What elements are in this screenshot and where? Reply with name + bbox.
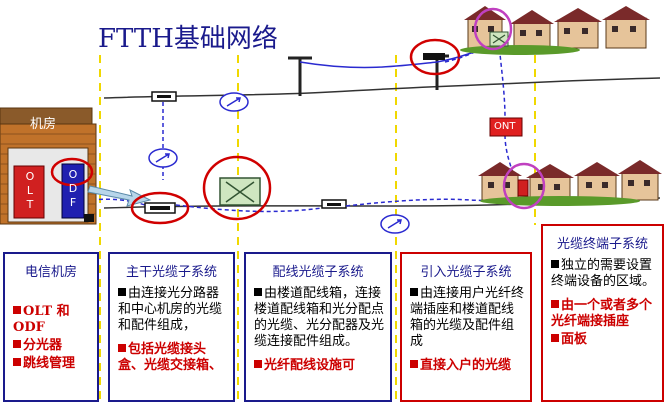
overhead-ground-line: [103, 77, 661, 99]
list-item: 包括光缆接头盒、光缆交接箱、: [118, 342, 223, 373]
houses-top: [460, 6, 650, 55]
panel-feeder-cable: 主干光缆子系统 由连接光分路器和中心机房的光缆和配件组成， 包括光缆接头盒、光缆…: [108, 252, 235, 402]
drop-terminal-bottom: [517, 179, 529, 197]
panel-heading: 光缆终端子系统: [556, 237, 648, 252]
utility-pole-1: [288, 56, 312, 96]
flow-marker-1: [219, 92, 249, 112]
list-item: 面板: [551, 332, 656, 348]
flow-marker-2: [148, 148, 178, 168]
ont-box: [489, 117, 523, 137]
panel-drop-cable: 引入光缆子系统 由连接用户光纤终端插座和楼道配线箱的光缆及配件组成 直接入户的光…: [400, 252, 532, 402]
list-item: 分光器: [13, 338, 91, 354]
panel-heading: 电信机房: [24, 265, 77, 280]
terminal-bottom-highlight: [502, 162, 546, 210]
list-item: 直接入户的光缆: [410, 358, 524, 374]
list-item: 跳线管理: [13, 356, 91, 372]
panel-terminal: 光缆终端子系统 独立的需要设置终端设备的区域。 由一个或者多个光纤端接插座 面板: [541, 224, 664, 402]
terminal-top-highlight: [473, 7, 513, 51]
splitter-highlight: [130, 191, 190, 225]
houses-bottom: [478, 160, 662, 206]
panel-distribution-cable: 配线光缆子系统 由楼道配线箱，连接楼道配线箱和光分配点的光缆、光分配器及光缆连接…: [244, 252, 392, 402]
panel-heading: 主干光缆子系统: [125, 265, 217, 280]
cabinet-highlight: [202, 155, 272, 221]
olt-cabinet: [13, 165, 45, 219]
list-item: 由一个或者多个光纤端接插座: [551, 298, 653, 329]
list-item: OLT 和 ODF: [13, 304, 70, 335]
list-item: 由楼道配线箱，连接楼道配线箱和光分配点的光缆、光分配器及光缆连接配件组成。: [254, 286, 385, 349]
panel-central-office: 电信机房 OLT 和 ODF 分光器 跳线管理: [3, 252, 99, 402]
panel-heading: 引入光缆子系统: [420, 265, 512, 280]
list-item: 由连接光分路器和中心机房的光缆和配件组成，: [118, 286, 223, 333]
page-title: FTTH基础网络: [98, 24, 278, 54]
building-label: 机房: [30, 117, 57, 132]
panel-heading: 配线光缆子系统: [272, 265, 364, 280]
aerial-splice-highlight: [409, 38, 461, 76]
odf-cabinet: [61, 163, 85, 219]
ont-label: ONT: [494, 121, 516, 132]
flow-marker-3: [380, 214, 410, 234]
aerial-splice-box: [423, 53, 445, 60]
odf-highlight: [50, 157, 94, 187]
list-item: 由连接用户光纤终端插座和楼道配线箱的光缆及配件组成: [410, 286, 525, 349]
list-item: 独立的需要设置终端设备的区域。: [551, 258, 656, 289]
list-item: 光纤配线设施可: [254, 358, 384, 374]
